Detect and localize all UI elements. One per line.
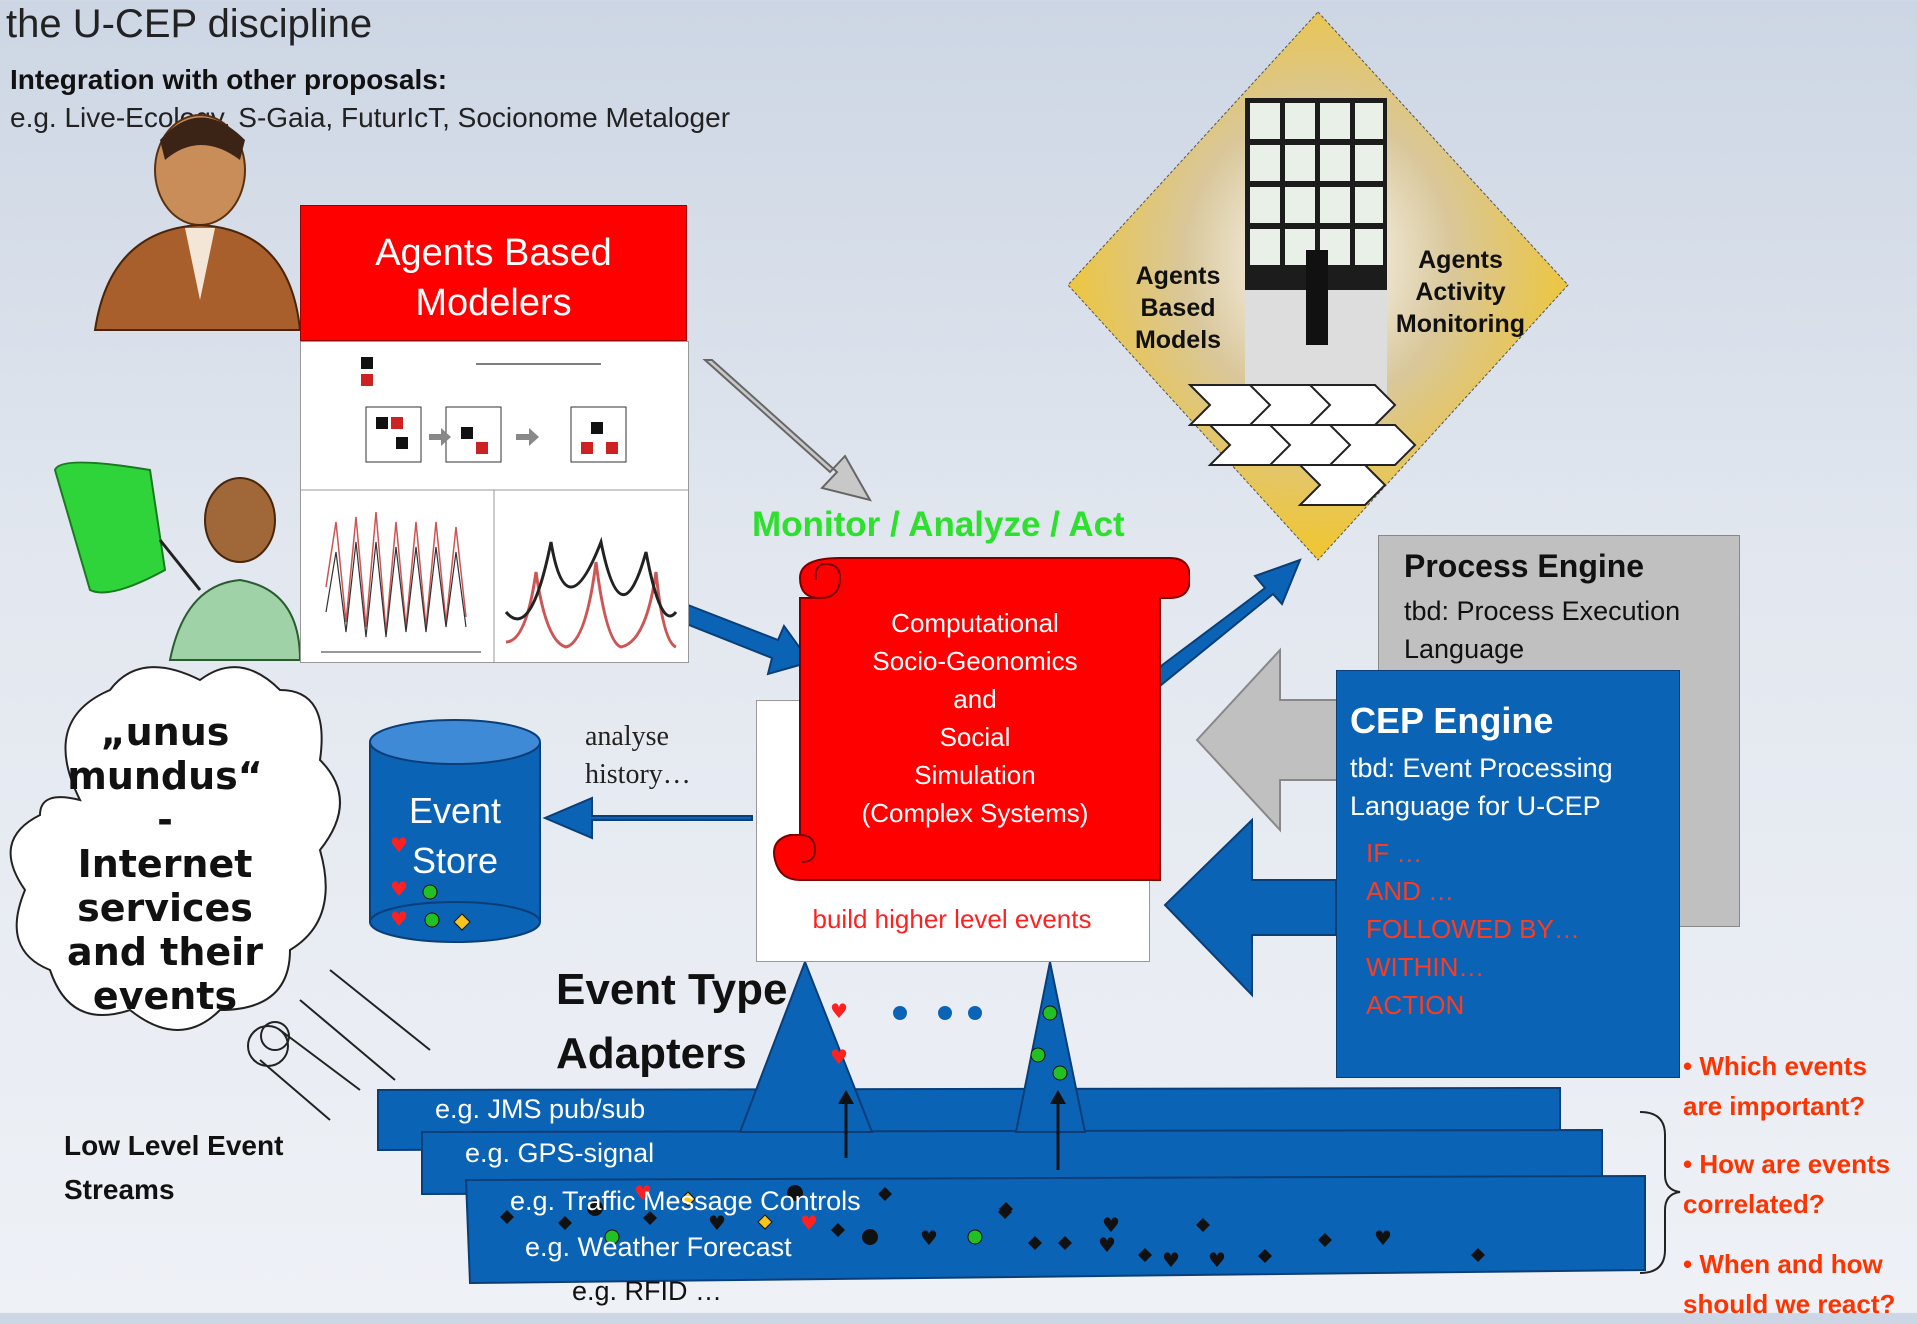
cep-engine-box [1336,670,1680,1078]
svg-text:♥: ♥ [830,999,848,1023]
svg-text:♥: ♥ [1102,1213,1120,1237]
adapter-arrowhead-1 [838,1090,854,1104]
cep-rule-and: AND … [1366,876,1455,906]
chevrons [1187,384,1417,506]
analyse-history-label: analyse history… [585,721,691,790]
svg-text:♥: ♥ [920,1226,938,1250]
adapter-arrowhead-2 [1050,1090,1066,1104]
svg-text:♥: ♥ [800,1211,818,1235]
stream-band-3 [464,1174,1646,1285]
integration-heading: Integration with other proposals: [10,64,448,95]
question-when-react: • When and how should we react? [1683,1249,1896,1319]
blue-arrow-to-store [542,796,753,840]
person-silhouette [1306,250,1328,345]
page-title: the U-CEP discipline [6,2,373,46]
cep-rule-action: ACTION [1366,990,1465,1020]
process-engine-description: tbd: Process Execution Language [1404,596,1681,664]
svg-text:♥: ♥ [1098,1233,1116,1257]
event-type-adapters-title: Event Type Adapters [556,965,788,1078]
ellipsis-dots [893,1006,982,1020]
unus-mundus-text: „unus mundus“ - Internet services and th… [67,710,263,1018]
agents-activity-monitoring-label: Agents Activity Monitoring [1395,246,1526,338]
agents-based-models-label: Agents Based Models [1134,262,1222,354]
cloud-shape [9,666,341,1031]
svg-text:♥: ♥ [1162,1248,1180,1272]
question-which-events: • Which events are important? [1683,1051,1867,1121]
modelers-box: Agents Based Modelers [300,205,687,341]
businessman-illustration [93,114,302,331]
cep-rule-followed-by: FOLLOWED BY… [1366,914,1580,944]
questions-brace [1639,1111,1681,1274]
model-figure-panel [300,341,689,663]
svg-text:♥: ♥ [1208,1248,1226,1272]
cep-rule-within: WITHIN… [1366,952,1485,982]
event-store-cylinder [369,719,541,943]
cep-engine-description: tbd: Event Processing Language for U-CEP [1350,753,1613,821]
svg-text:♥: ♥ [390,877,408,901]
stream-label-jms: e.g. JMS pub/sub [435,1094,646,1124]
question-how-correlated: • How are events correlated? [1683,1149,1891,1219]
svg-text:♥: ♥ [390,833,408,857]
svg-text:♥: ♥ [390,907,408,931]
build-higher-level-events: build higher level events [812,904,1092,934]
blue-arrow-in [682,603,812,676]
stream-label-gps: e.g. GPS-signal [465,1138,655,1168]
stream-label-traffic: e.g. Traffic Message Controls [510,1186,861,1216]
event-markers: ♥♥♥ ♥♥ ♥♥ ♥♥♥ ♥♥♥♥ [390,833,1485,1272]
blue-arrow-out [1143,558,1302,692]
scroll-text: Computational Socio-Geonomics and Social… [861,608,1089,828]
process-engine-title: Process Engine [1404,548,1645,584]
svg-text:♥: ♥ [634,1181,652,1205]
presenter-illustration [53,461,302,661]
svg-text:♥: ♥ [830,1045,848,1069]
model-figure [301,357,688,662]
integration-examples: e.g. Live-Ecology, S-Gaia, FuturIcT, Soc… [10,102,731,133]
stream-lines [259,969,431,1121]
gray-arrow [702,359,873,502]
svg-text:♥: ♥ [1374,1226,1392,1250]
stream-label-weather: e.g. Weather Forecast [525,1232,792,1262]
cep-engine-title: CEP Engine [1350,700,1554,741]
adapter-triangle-1 [738,959,874,1133]
adapter-triangle-2 [1014,961,1087,1133]
low-level-event-streams-label: Low Level Event Streams [64,1130,284,1205]
blue-arrow-cep [1163,817,1337,998]
monitor-analyze-act-title: Monitor / Analyze / Act [752,505,1125,544]
svg-text:♥: ♥ [708,1211,726,1235]
cep-rule-if: IF … [1366,838,1423,868]
stream-label-rfid: e.g. RFID … [572,1276,723,1306]
monitor-screens [1250,103,1383,265]
event-store-label: Event Store [408,790,502,881]
